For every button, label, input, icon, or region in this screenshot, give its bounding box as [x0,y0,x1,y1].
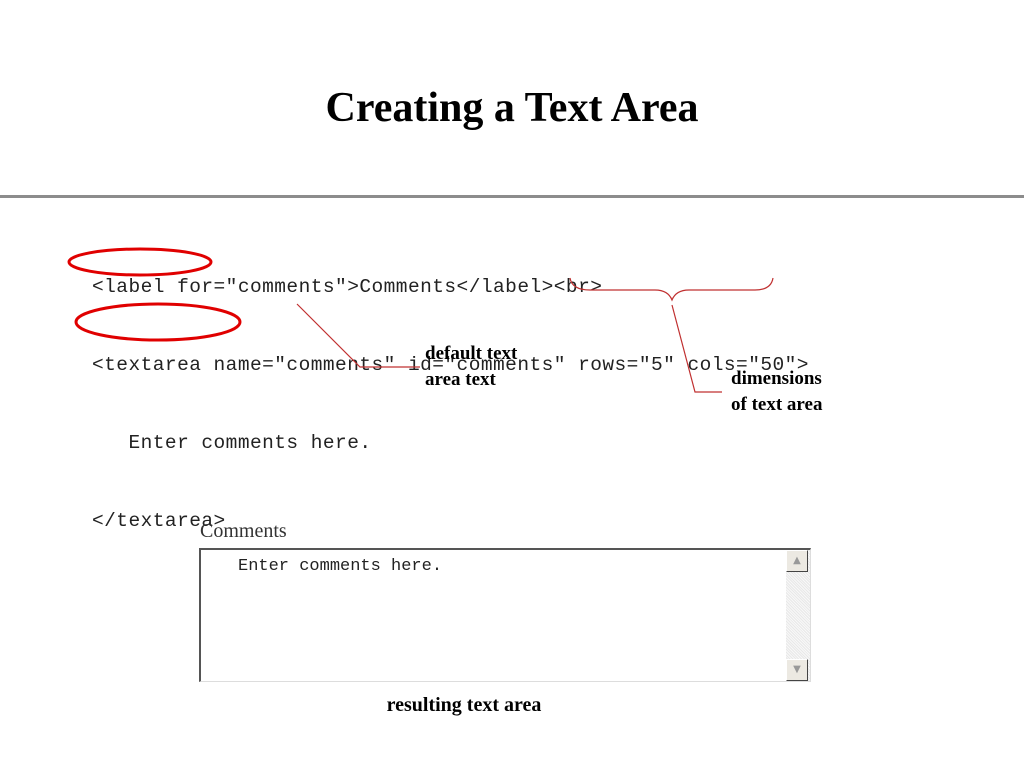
note-line: area text [425,369,496,390]
code-line: <textarea name="comments" id="comments" … [92,354,809,376]
code-line: <label for="comments">Comments</label><b… [92,276,603,298]
comments-textarea[interactable]: Enter comments here. ▲ ▼ [199,548,811,682]
highlight-ellipse-open-tag [67,247,213,277]
note-line: dimensions [731,368,822,389]
note-line: of text area [731,394,823,415]
code-line: Enter comments here. [92,432,372,454]
note-line: default text [425,343,518,364]
textarea-value[interactable]: Enter comments here. [238,557,443,576]
note-dimensions: dimensions of text area [731,366,822,418]
vertical-scrollbar[interactable]: ▲ ▼ [786,550,810,681]
highlight-ellipse-close-tag [74,302,242,342]
scroll-down-icon[interactable]: ▼ [786,659,808,681]
caption: resulting text area [386,694,542,716]
title-divider [0,195,1024,198]
pointer-line-dimensions [671,304,722,393]
brace-dimensions [569,277,774,302]
code-line: </textarea> [92,510,226,532]
slide-title: Creating a Text Area [325,85,699,131]
code-block: <label for="comments">Comments</label><b… [92,222,809,560]
pointer-line-default-text [296,303,420,368]
note-default-text: default text area text [425,341,517,393]
scroll-up-icon[interactable]: ▲ [786,550,808,572]
comments-label: Comments [200,520,287,542]
